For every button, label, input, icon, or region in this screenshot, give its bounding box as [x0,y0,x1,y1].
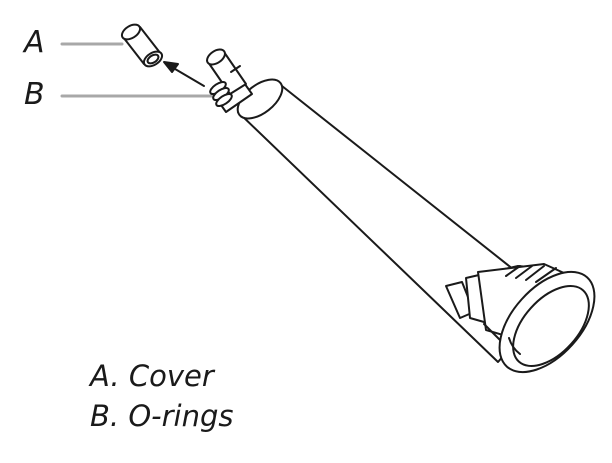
cover-cap [120,23,164,68]
removal-arrow [163,61,205,87]
callout-a: A [24,25,45,60]
legend-item-o-rings: B. O-rings [90,396,234,436]
filter-end-cap [498,270,596,374]
callout-b: B [24,77,45,112]
legend-item-cover: A. Cover [90,356,234,396]
legend-letter: B. [90,399,120,433]
filter-nozzle [206,48,253,113]
legend-letter: A. [90,359,120,393]
legend: A. Cover B. O-rings [90,356,234,436]
o-rings [209,80,233,108]
legend-label: O-rings [128,399,234,433]
legend-label: Cover [128,359,214,393]
